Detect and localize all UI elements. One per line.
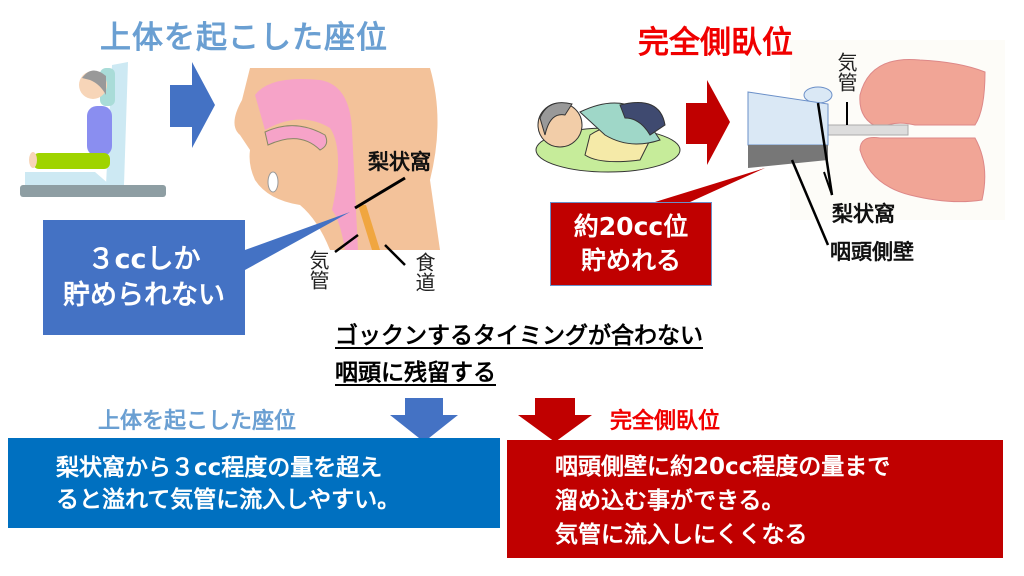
- callout-line: 貯めれる: [580, 246, 681, 275]
- bottom-right-label: 完全側臥位: [610, 409, 721, 434]
- bottom-left-label: 上体を起こした座位: [98, 409, 297, 434]
- blue-arrow-icon: [170, 62, 215, 148]
- pharyngeal-wall-label: 咽頭側壁: [830, 240, 914, 264]
- box-line: 気管に流入しにくくなる: [555, 522, 808, 548]
- lungs-diagram-illustration: [747, 40, 1005, 246]
- esophagus-label-left: 食道: [412, 252, 436, 292]
- head-cross-section-illustration: [234, 68, 440, 266]
- trachea-label-right: 気管: [834, 52, 858, 92]
- piriform-label-left: 梨状窩: [368, 150, 431, 174]
- right-callout-pointer: [655, 168, 765, 202]
- trachea-label-left: 気管: [306, 250, 330, 290]
- box-line: 梨状窩から３cc程度の量を超え: [56, 455, 383, 481]
- callout-line: ３ccしか: [87, 243, 201, 275]
- sleeping-person-illustration: [535, 102, 681, 173]
- left-callout-pointer: [245, 212, 350, 270]
- box-line: 咽頭側壁に約20cc程度の量まで: [555, 454, 891, 480]
- box-line: 溜め込む事ができる。: [555, 488, 785, 514]
- lateral-explanation-box: 咽頭側壁に約20cc程度の量まで 溜め込む事ができる。 気管に流入しにくくなる: [507, 440, 1003, 558]
- pharynx-residue-text: 咽頭に残留する: [335, 360, 496, 386]
- red-arrow-icon: [686, 80, 730, 165]
- red-down-arrow-icon: [518, 398, 592, 442]
- upright-explanation-box: 梨状窩から３cc程度の量を超え ると溢れて気管に流入しやすい。: [8, 438, 500, 528]
- right-position-title: 完全側臥位: [638, 25, 793, 61]
- timing-mismatch-text: ゴックンするタイミングが合わない: [335, 323, 703, 349]
- box-line: ると溢れて気管に流入しやすい。: [56, 487, 401, 513]
- left-capacity-callout: ３ccしか 貯められない: [43, 220, 245, 335]
- right-capacity-callout: 約20cc位 貯めれる: [550, 202, 712, 286]
- left-position-title: 上体を起こした座位: [100, 20, 388, 56]
- sitting-person-illustration: [20, 62, 166, 197]
- blue-down-arrow-icon: [390, 398, 458, 442]
- callout-line: 貯められない: [63, 279, 225, 311]
- callout-line: 約20cc位: [573, 212, 689, 241]
- piriform-label-right: 梨状窩: [832, 202, 895, 226]
